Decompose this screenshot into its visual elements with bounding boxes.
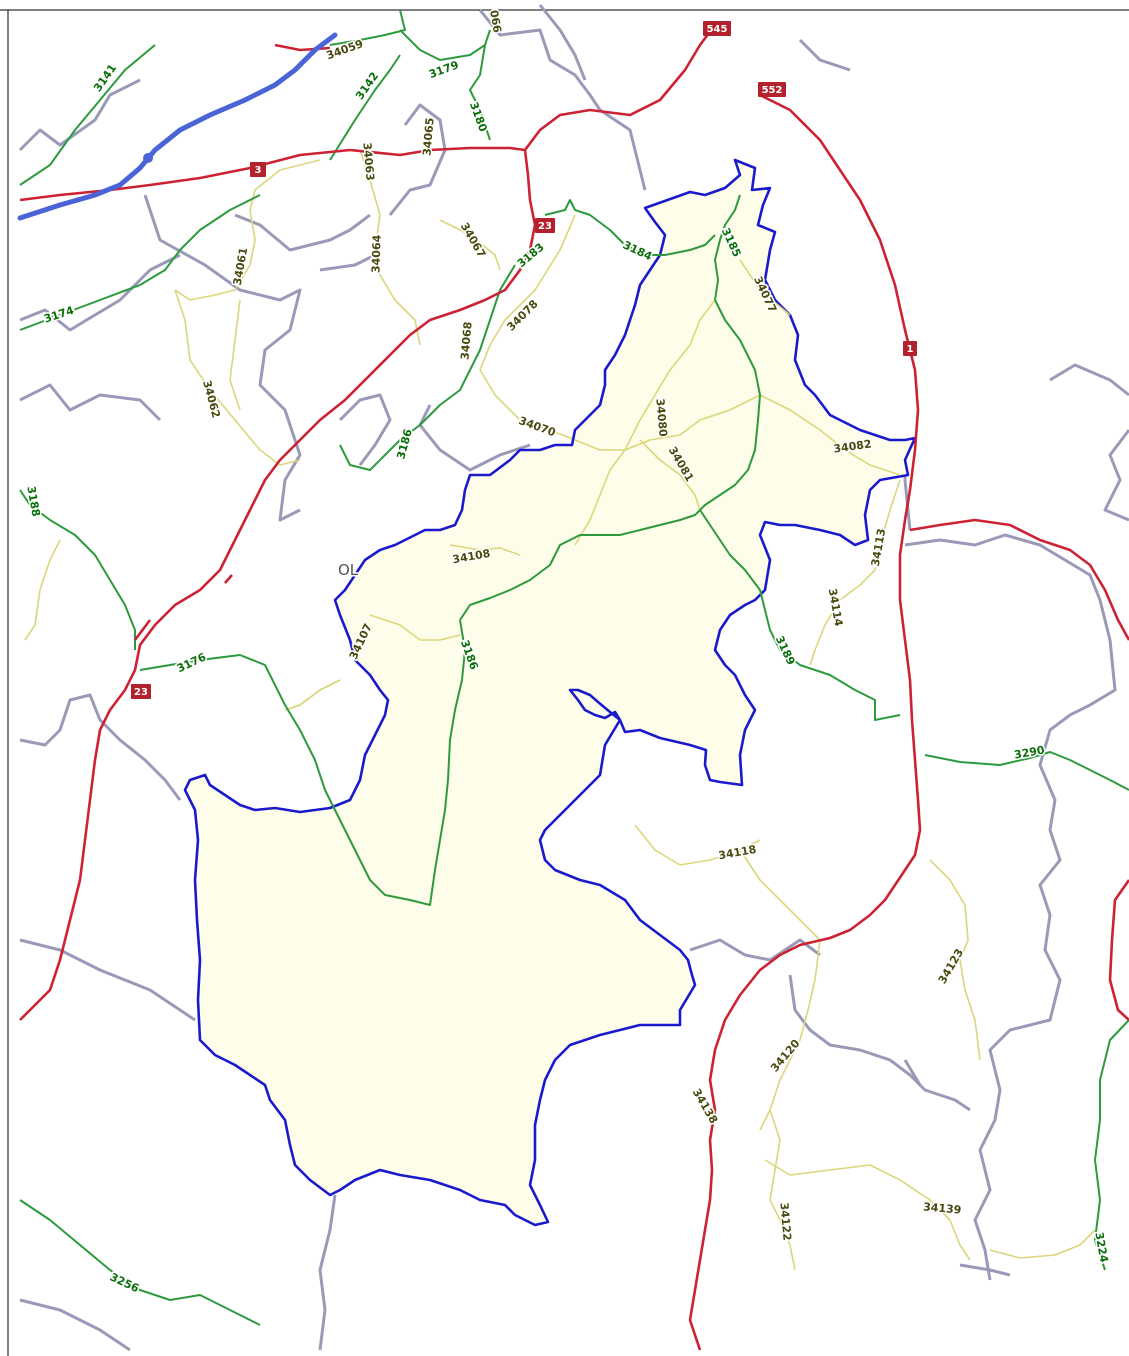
- river-lock-marker: [143, 153, 153, 163]
- svg-text:3: 3: [255, 165, 262, 176]
- road-label: 34065: [420, 117, 436, 156]
- road-shields: 545 552 3 23 1 23: [131, 21, 917, 699]
- road-label: 34113: [869, 527, 888, 567]
- road-label: 3184: [621, 238, 655, 263]
- road-label: 34067: [458, 220, 488, 260]
- highlighted-region[interactable]: [183, 158, 917, 1227]
- road-label-partial: 066: [487, 9, 504, 34]
- svg-text:1: 1: [907, 344, 914, 355]
- road-label: 34122: [777, 1202, 793, 1241]
- road-label: 34080: [653, 398, 669, 438]
- road-label: 3224: [1092, 1231, 1110, 1264]
- road-label: 3256: [108, 1270, 142, 1295]
- road-label: 34061: [231, 246, 250, 286]
- road-label: 3141: [91, 62, 119, 95]
- local-roads-in-region: [284, 259, 901, 711]
- road-label: 3188: [24, 485, 42, 517]
- road-label: 3186: [394, 427, 415, 460]
- road-shield: 545: [703, 21, 731, 36]
- road-shield: 23: [131, 684, 151, 699]
- road-label: 3176: [175, 650, 209, 675]
- road-shield: 23: [535, 218, 555, 233]
- road-label: 3179: [427, 58, 460, 81]
- place-label-partial: OL: [338, 561, 359, 579]
- road-label: 34070: [517, 414, 558, 439]
- road-shield: 3: [250, 162, 266, 177]
- road-label: 34114: [826, 587, 846, 627]
- national-roads: [19, 24, 1129, 1351]
- road-label: 34063: [360, 142, 376, 181]
- road-label: 34139: [923, 1200, 962, 1216]
- road-label: 34062: [200, 379, 222, 419]
- municipal-boundaries: [18, 4, 1129, 1352]
- road-label: 34068: [458, 321, 474, 360]
- regional-roads: [19, 9, 1129, 1326]
- svg-text:23: 23: [134, 687, 148, 698]
- svg-text:23: 23: [538, 221, 552, 232]
- road-label: 34064: [369, 234, 383, 273]
- svg-text:545: 545: [707, 24, 728, 35]
- river: [17, 32, 338, 221]
- road-label: 3189: [773, 634, 798, 667]
- road-label: 34118: [717, 843, 757, 862]
- road-shield: 1: [903, 341, 917, 356]
- road-label: 3180: [467, 100, 490, 134]
- road-shield: 552: [758, 82, 786, 97]
- svg-text:552: 552: [762, 85, 783, 96]
